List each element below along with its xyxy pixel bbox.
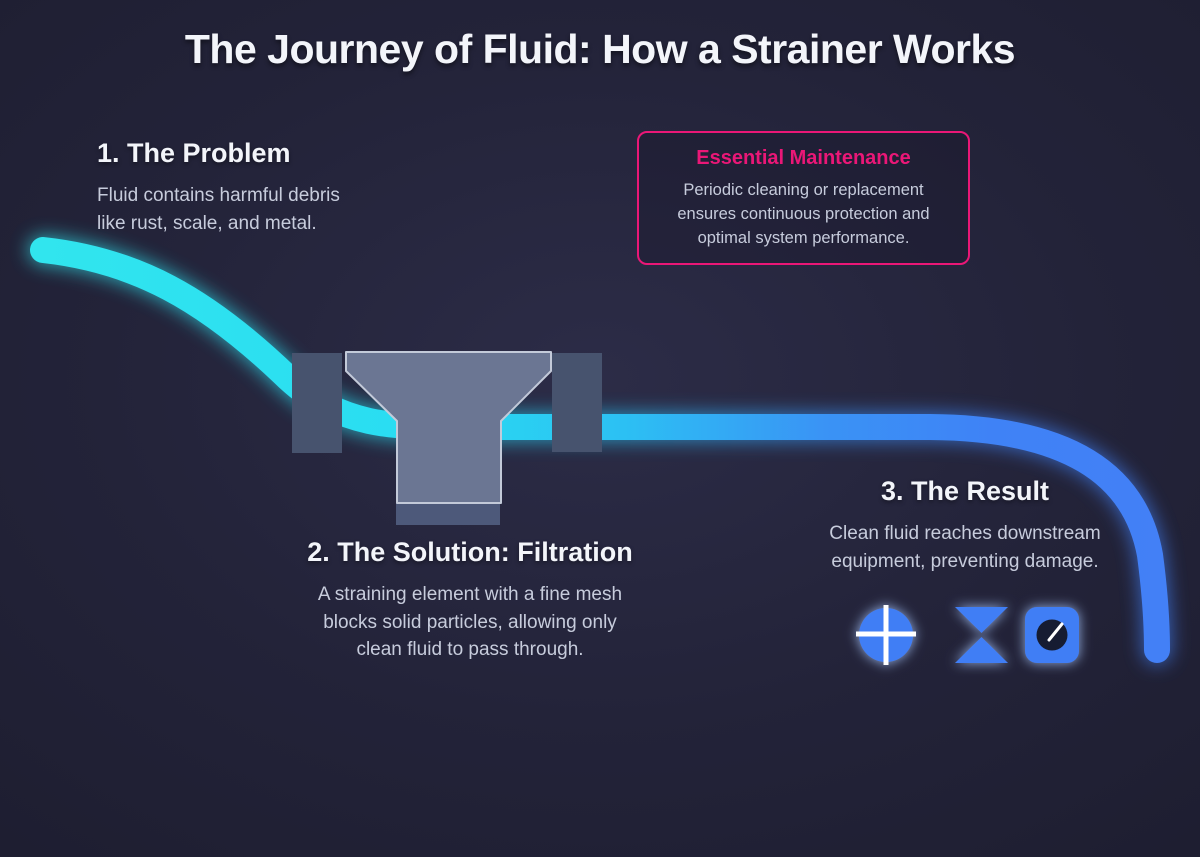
section-solution: 2. The Solution: Filtration A straining … bbox=[270, 537, 670, 664]
section-solution-heading: 2. The Solution: Filtration bbox=[307, 537, 633, 567]
valve-icon bbox=[955, 607, 1008, 663]
section-result: 3. The Result Clean fluid reaches downst… bbox=[785, 476, 1145, 575]
strainer-funnel bbox=[345, 351, 552, 504]
section-solution-body: A straining element with a fine mesh blo… bbox=[317, 584, 623, 661]
maintenance-body: Periodic cleaning or replacement ensures… bbox=[677, 181, 930, 247]
maintenance-callout: Essential Maintenance Periodic cleaning … bbox=[637, 131, 970, 265]
strainer bbox=[292, 351, 602, 525]
section-result-body: Clean fluid reaches downstream equipment… bbox=[829, 523, 1101, 572]
page-title: The Journey of Fluid: How a Strainer Wor… bbox=[184, 26, 1016, 72]
gauge-icon bbox=[1025, 607, 1079, 663]
pump-icon bbox=[856, 605, 916, 665]
section-problem: 1. The Problem Fluid contains harmful de… bbox=[97, 138, 417, 237]
section-problem-heading: 1. The Problem bbox=[97, 138, 291, 168]
strainer-flange-right bbox=[552, 353, 602, 452]
maintenance-heading: Essential Maintenance bbox=[696, 147, 911, 169]
strainer-flange-left bbox=[292, 353, 342, 453]
section-problem-body: Fluid contains harmful debris like rust,… bbox=[97, 185, 340, 234]
section-result-heading: 3. The Result bbox=[880, 476, 1050, 506]
strainer-drain-cap bbox=[396, 502, 500, 525]
